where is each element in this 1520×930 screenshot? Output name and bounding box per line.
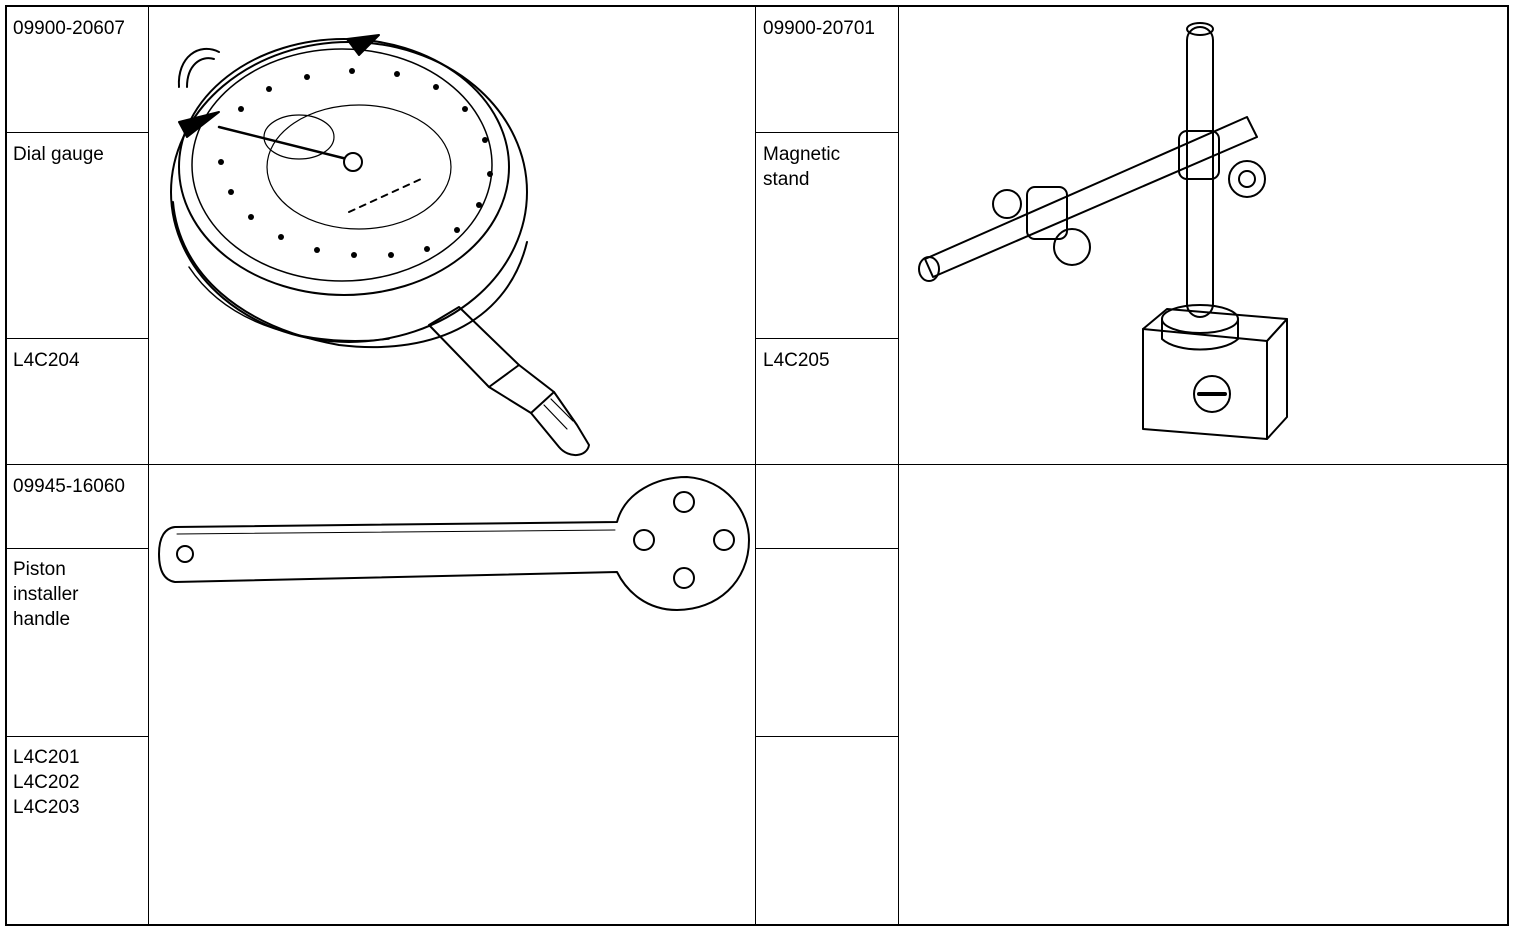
grid-line [755,132,898,133]
grid-line [7,464,1507,465]
tool-name: Piston installer handle [13,559,79,630]
grid-line [755,736,898,737]
grid-line [755,338,898,339]
reference-codes: L4C205 [763,350,830,371]
reference-codes: L4C204 [13,350,80,371]
magnetic-stand-icon [907,19,1297,459]
grid-line [7,548,148,549]
part-number: 09900-20607 [13,18,125,39]
part-number: 09945-16060 [13,476,125,497]
reference-codes: L4C201 L4C202 L4C203 [13,747,80,818]
grid-line [7,132,148,133]
tools-table: 09900-20607 Dial gauge L4C204 09900-2070… [5,5,1509,926]
dial-gauge-icon [159,27,599,462]
piston-installer-handle-icon [157,472,752,612]
grid-line [755,548,898,549]
grid-line [7,338,148,339]
grid-line [148,7,149,924]
part-number: 09900-20701 [763,18,875,39]
grid-line [7,736,148,737]
grid-line [898,7,899,924]
tool-name: Magnetic stand [763,144,841,190]
grid-line [755,7,756,924]
tool-name: Dial gauge [13,144,104,165]
